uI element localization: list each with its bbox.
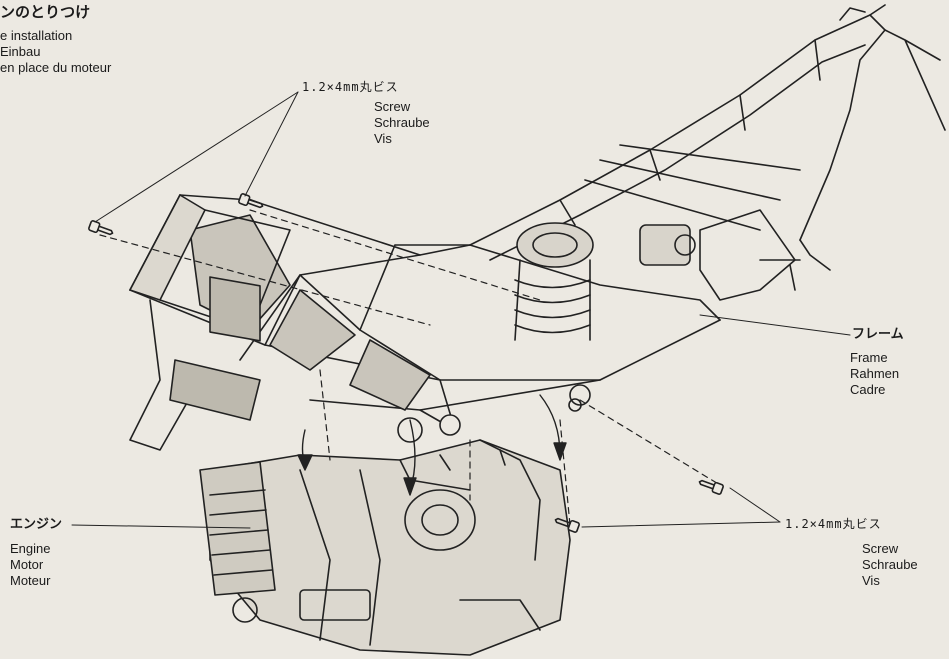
- mount-arrows: [297, 394, 567, 496]
- frame-de: Rahmen: [850, 366, 900, 381]
- top-screw-de: Schraube: [374, 115, 430, 130]
- engine-en: Engine: [10, 541, 51, 556]
- engine-block: [199, 439, 571, 656]
- front-section: [129, 194, 291, 421]
- screw-bottom-icon: [554, 517, 580, 533]
- heading-jp: ンのとりつけ: [0, 3, 91, 21]
- heading-en: e installation: [0, 28, 73, 43]
- bottom-screw-en: Screw: [862, 541, 899, 556]
- bottom-screw-de: Schraube: [862, 557, 918, 572]
- engine-jp: エンジン: [10, 517, 63, 532]
- screw-top-center-icon: [238, 193, 264, 209]
- bottom-screw-spec: 1.2×4mm丸ビス: [785, 517, 882, 531]
- rear-shock: [514, 222, 696, 341]
- top-screw-spec: 1.2×4mm丸ビス: [302, 80, 399, 94]
- rear-subframe: [469, 4, 946, 301]
- frame-en: Frame: [850, 350, 888, 365]
- engine-fr: Moteur: [10, 573, 51, 588]
- engine-de: Motor: [10, 557, 44, 572]
- screw-right-icon: [698, 479, 724, 495]
- assembly-guides: [99, 209, 721, 526]
- heading-de: Einbau: [0, 44, 41, 59]
- bottom-screw-fr: Vis: [862, 573, 880, 588]
- frame-jp: フレーム: [852, 327, 904, 342]
- frame-fr: Cadre: [850, 382, 886, 397]
- main-frame: [129, 194, 721, 451]
- heading-fr: en place du moteur: [0, 60, 112, 75]
- top-screw-fr: Vis: [374, 131, 392, 146]
- top-screw-en: Screw: [374, 99, 411, 114]
- leader-lines: [71, 91, 851, 529]
